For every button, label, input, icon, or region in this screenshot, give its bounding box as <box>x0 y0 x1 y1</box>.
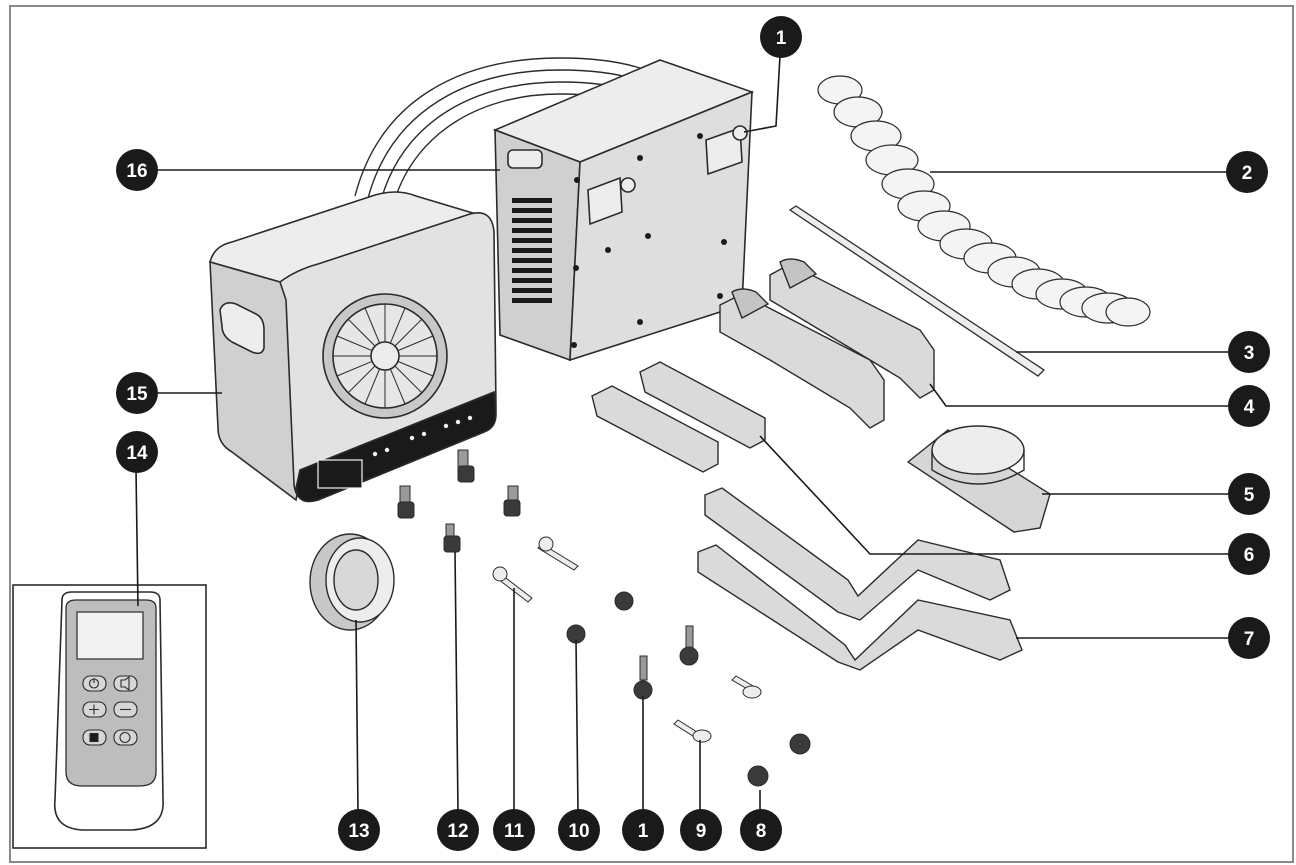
condenser-vent <box>512 198 552 303</box>
callout-11: 11 <box>493 809 535 851</box>
svg-text:11: 11 <box>504 821 525 842</box>
svg-text:7: 7 <box>1244 629 1255 650</box>
callout-1b: 1 <box>622 809 664 851</box>
svg-text:5: 5 <box>1244 485 1255 506</box>
callout-4: 4 <box>1228 385 1270 427</box>
exhaust-hose <box>817 75 1151 327</box>
svg-text:1: 1 <box>776 28 787 49</box>
svg-text:3: 3 <box>1244 343 1255 364</box>
svg-text:1: 1 <box>638 821 649 842</box>
timer-icon <box>119 731 131 744</box>
callout-13: 13 <box>338 809 380 851</box>
svg-text:4: 4 <box>1244 397 1255 418</box>
svg-text:6: 6 <box>1244 545 1255 566</box>
stop-icon <box>89 732 99 743</box>
svg-text:15: 15 <box>126 384 148 405</box>
svg-text:13: 13 <box>348 821 369 842</box>
callout-2: 2 <box>1226 151 1268 193</box>
callout-16: 16 <box>116 149 158 191</box>
duct-ring <box>309 533 395 631</box>
mounting-brackets <box>719 258 935 429</box>
svg-text:8: 8 <box>756 821 767 842</box>
remote-inset <box>12 584 207 849</box>
callout-15: 15 <box>116 372 158 414</box>
callout-7: 7 <box>1228 617 1270 659</box>
svg-text:14: 14 <box>126 443 148 464</box>
svg-text:10: 10 <box>568 821 589 842</box>
leader-lines <box>135 55 1230 813</box>
callout-5: 5 <box>1228 473 1270 515</box>
remote-power-button <box>82 675 107 692</box>
svg-text:16: 16 <box>126 161 147 182</box>
drain-rod <box>788 205 1046 377</box>
callout-3: 3 <box>1228 331 1270 373</box>
plus-icon <box>89 704 99 715</box>
callout-14: 14 <box>116 431 158 473</box>
window-adapter <box>906 425 1051 533</box>
evaporator-unit <box>209 191 497 503</box>
svg-text:9: 9 <box>696 821 707 842</box>
callout-badges: 1 2 3 4 5 6 7 8 9 1 10 11 12 13 14 15 16 <box>116 16 1270 851</box>
svg-text:2: 2 <box>1242 163 1253 184</box>
slide-channels <box>591 361 766 473</box>
feet-and-screws <box>397 449 811 787</box>
callout-6: 6 <box>1228 533 1270 575</box>
speaker-icon <box>120 675 130 692</box>
callout-9: 9 <box>680 809 722 851</box>
callout-10: 10 <box>558 809 600 851</box>
remote-timer-button <box>113 729 138 746</box>
callout-12: 12 <box>437 809 479 851</box>
remote-display <box>76 611 144 660</box>
callout-8: 8 <box>740 809 782 851</box>
svg-text:12: 12 <box>447 821 468 842</box>
remote-mode-button <box>113 675 138 692</box>
callout-1a: 1 <box>760 16 802 58</box>
